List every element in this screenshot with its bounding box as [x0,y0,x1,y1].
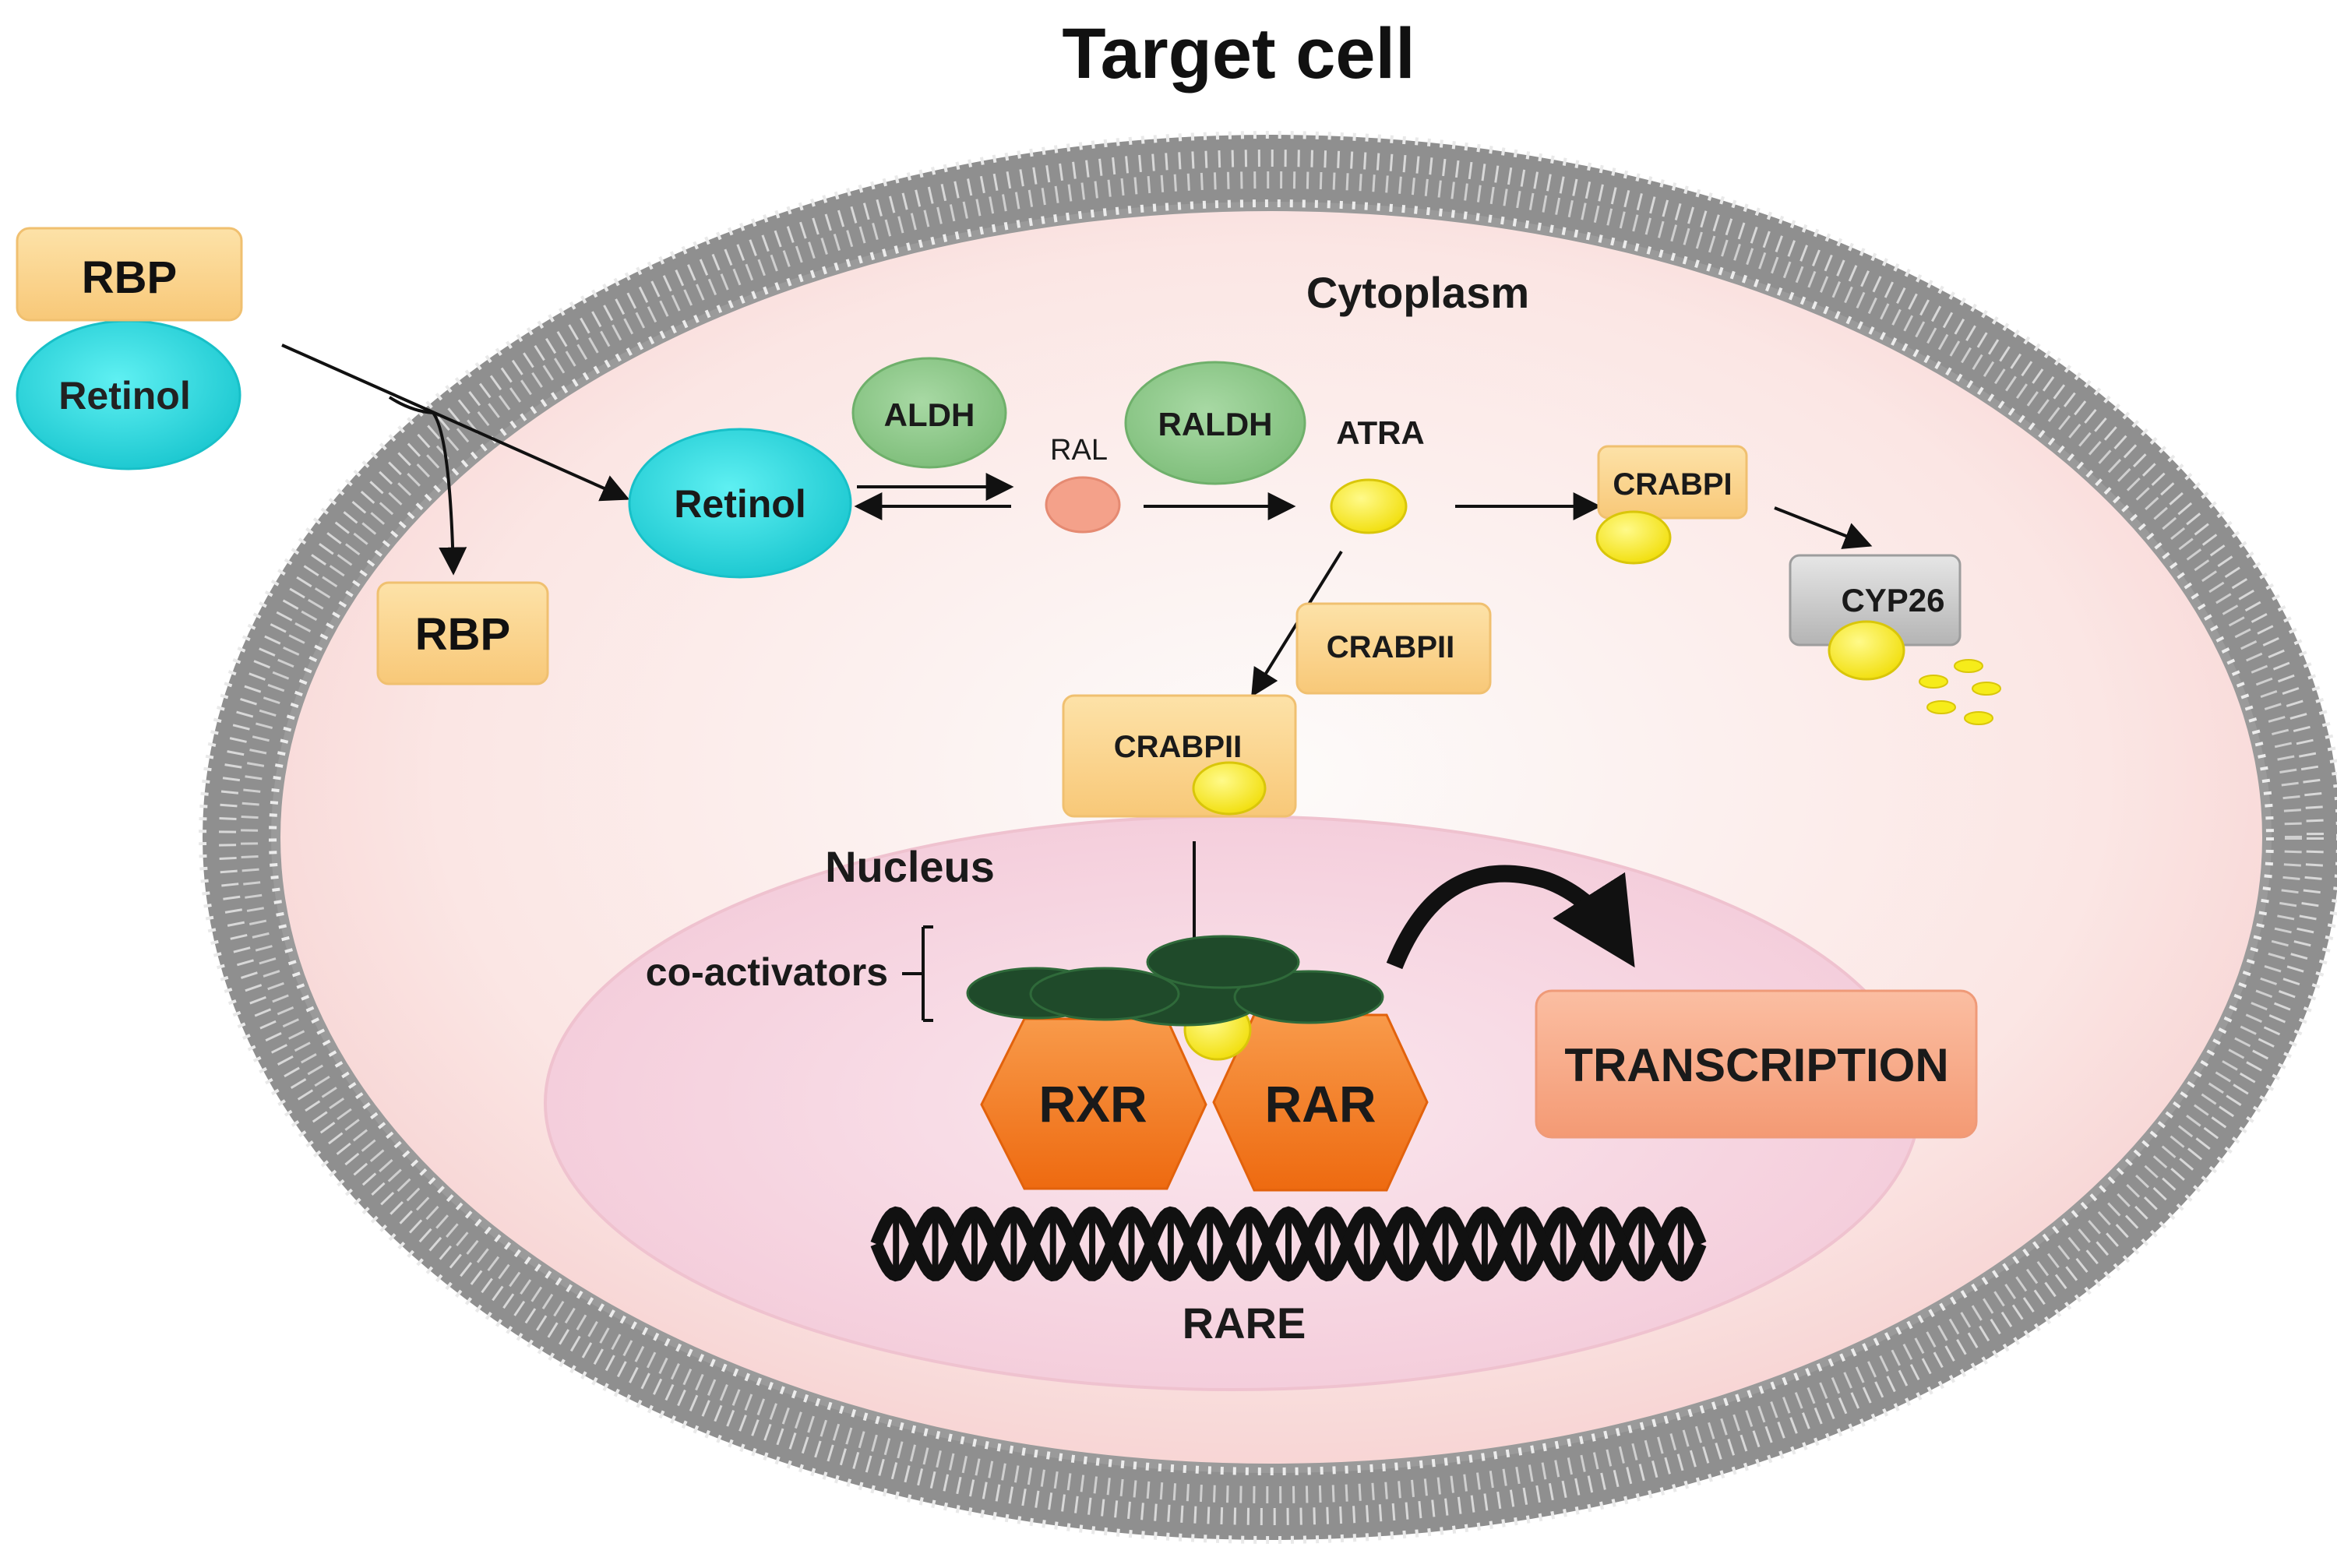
coactivator-complex [966,935,1384,1027]
extracellular-retinol-label: Retinol [58,374,190,418]
atra-node [1330,478,1408,534]
cyp26-label: CYP26 [1841,582,1944,618]
rar-receptor [1212,1013,1429,1192]
raldh-enzyme [1124,361,1306,485]
cyp26-bound-atra [1828,620,1905,681]
released-rbp-label: RBP [415,609,510,660]
crabp2-bound-label: CRABPII [1114,730,1242,764]
dna-strand [870,1206,1707,1282]
crabp2-bound-atra [1192,761,1267,816]
crabp1-complex: CRABPI [1595,445,1748,565]
retinol-node [628,428,852,579]
crabp2-bound-complex: CRABPII [1062,694,1297,818]
coactivator-disc [1029,967,1180,1021]
nucleus-label: Nucleus [825,842,995,891]
rare-label: RARE [1183,1298,1306,1348]
coactivators-bracket [902,925,933,1022]
coactivator-disc [1146,935,1300,989]
retinol-label: Retinol [674,482,805,526]
retinol-uptake-arrow [281,344,630,502]
dna-helix [870,1206,1707,1282]
rar-label: RAR [1265,1075,1376,1133]
dna-strand [870,1206,1707,1282]
extracellular-rbp-box [16,227,243,322]
extracellular-rbp-retinol-complex: RBP Retinol [16,227,243,470]
transcription-activation-arrow [1386,865,1635,970]
crabp2-free-label: CRABPII [1327,630,1454,664]
atra-degradation-fragments [1919,659,2001,725]
ral-node [1045,476,1121,534]
transcription-label: TRANSCRIPTION [1564,1039,1948,1091]
extracellular-rbp-label: RBP [82,252,177,303]
cytoplasm-label: Cytoplasm [1306,268,1529,317]
diagram-title: Target cell [1062,14,1415,93]
aldh-enzyme [851,357,1007,469]
transcription-box [1535,989,1978,1139]
raldh-label: RALDH [1158,406,1273,442]
coactivator-disc [1233,970,1384,1024]
aldh-label: ALDH [884,396,975,433]
crabp1-bound-atra [1595,510,1672,565]
crabp2-free-box [1295,602,1492,695]
crabp1-to-cyp26-arrow [1774,506,1873,549]
released-rbp-box [376,581,549,685]
atra-label: ATRA [1336,414,1425,451]
cyp26-complex: CYP26 [1789,554,2001,725]
coactivators-label: co-activators [646,950,888,994]
rbp-release-arrow [388,396,467,576]
crabp1-box [1597,445,1748,520]
crabp1-label: CRABPI [1613,467,1732,502]
ral-label: RAL [1050,434,1108,467]
rxr-label: RXR [1038,1075,1147,1133]
